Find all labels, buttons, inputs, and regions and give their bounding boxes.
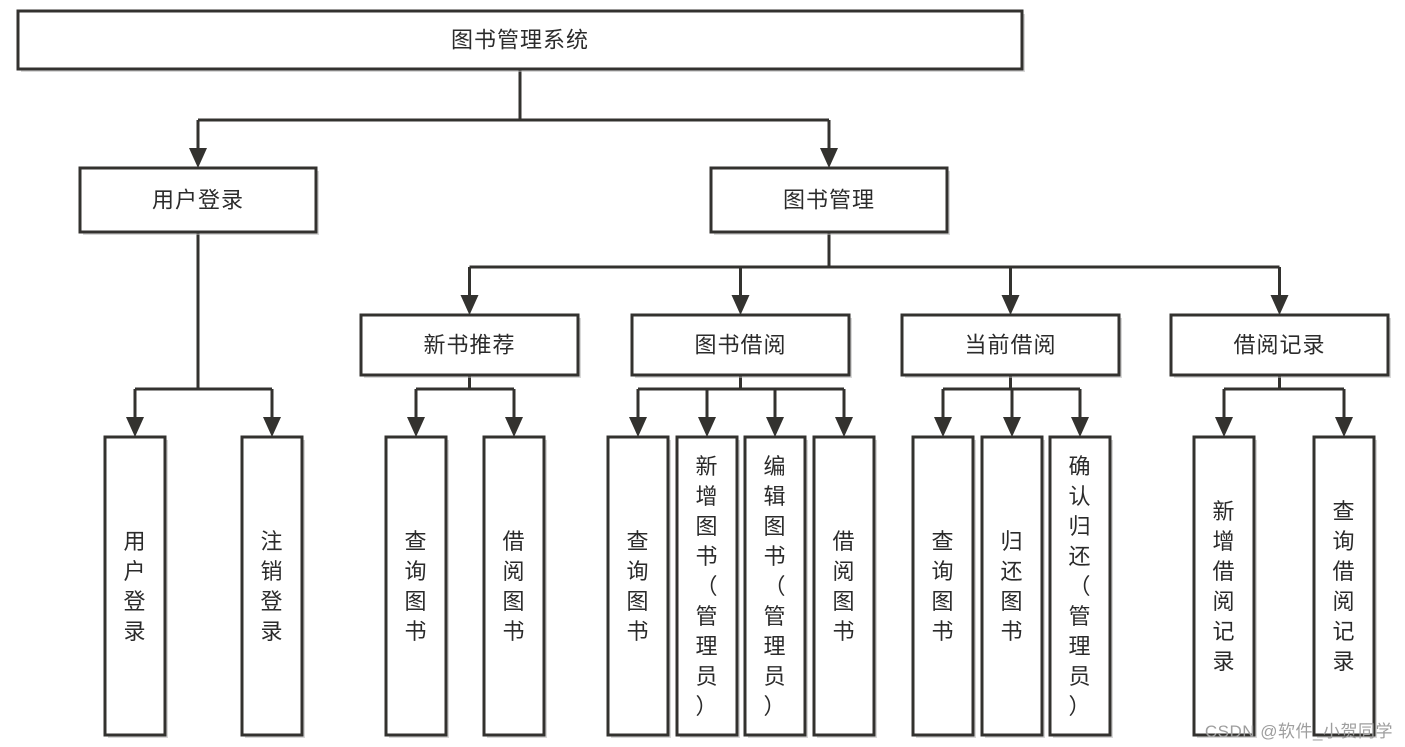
node-rect[interactable] — [103, 435, 167, 737]
node-root[interactable]: 图书管理系统 — [16, 9, 1025, 72]
node-layer: 图书管理系统用户登录图书管理新书推荐图书借阅当前借阅借阅记录用户登录注销登录查询… — [16, 9, 1391, 738]
arrow-head-icon — [629, 417, 647, 437]
node-rect[interactable] — [606, 435, 670, 737]
node-label: 查询借阅记录 — [1332, 499, 1355, 674]
node-label: 新增图书（管理员） — [695, 454, 718, 719]
node-label: 注销登录 — [260, 529, 283, 644]
node-rect[interactable] — [1192, 435, 1256, 737]
node-book-management[interactable]: 图书管理 — [709, 166, 950, 235]
connector-group-new-book-recommend — [407, 375, 523, 437]
node-label: 借阅图书 — [832, 529, 855, 644]
arrow-head-icon — [766, 417, 784, 437]
node-rect[interactable] — [675, 435, 739, 737]
node-rect[interactable] — [1312, 435, 1376, 737]
node-leaf-return-book[interactable]: 归还图书 — [980, 435, 1045, 738]
node-leaf-query-book-current[interactable]: 查询图书 — [911, 435, 976, 738]
connector-layer — [126, 69, 1353, 437]
connector-group-user-login — [126, 232, 281, 437]
arrow-head-icon — [698, 417, 716, 437]
node-leaf-add-book[interactable]: 新增图书（管理员） — [675, 435, 740, 738]
node-label: 借阅记录 — [1233, 333, 1325, 358]
node-leaf-add-borrow-record[interactable]: 新增借阅记录 — [1192, 435, 1257, 738]
node-label: 查询图书 — [404, 529, 427, 644]
node-rect[interactable] — [630, 313, 851, 377]
node-leaf-query-book-borrow[interactable]: 查询图书 — [606, 435, 671, 738]
node-label: 编辑图书（管理员） — [763, 454, 786, 719]
arrow-head-icon — [460, 295, 479, 315]
node-user-login[interactable]: 用户登录 — [78, 166, 319, 235]
connector-group-book-borrow — [629, 375, 853, 437]
arrow-head-icon — [1215, 417, 1233, 437]
arrow-head-icon — [1003, 417, 1021, 437]
node-label: 查询图书 — [931, 529, 954, 644]
node-current-borrow[interactable]: 当前借阅 — [900, 313, 1122, 378]
node-label: 归还图书 — [1000, 529, 1023, 644]
node-label: 图书管理 — [783, 188, 875, 213]
node-rect[interactable] — [911, 435, 975, 737]
arrow-head-icon — [820, 148, 838, 168]
node-new-book-recommend[interactable]: 新书推荐 — [359, 313, 581, 378]
node-label: 新书推荐 — [423, 333, 515, 358]
node-rect[interactable] — [384, 435, 448, 737]
node-label: 图书管理系统 — [451, 28, 589, 53]
arrow-head-icon — [189, 148, 207, 168]
node-leaf-user-login[interactable]: 用户登录 — [103, 435, 168, 738]
node-label: 查询图书 — [626, 529, 649, 644]
arrow-head-icon — [1335, 417, 1353, 437]
arrow-head-icon — [1001, 295, 1020, 315]
node-label: 图书借阅 — [694, 333, 786, 358]
arrow-head-icon — [835, 417, 853, 437]
node-label: 用户登录 — [123, 529, 146, 644]
arrow-head-icon — [731, 295, 750, 315]
node-rect[interactable] — [1048, 435, 1112, 737]
arrow-head-icon — [1270, 295, 1289, 315]
node-rect[interactable] — [709, 166, 949, 234]
node-label: 当前借阅 — [964, 333, 1056, 358]
node-rect[interactable] — [78, 166, 318, 234]
node-rect[interactable] — [812, 435, 876, 737]
connector-group-borrow-record — [1215, 375, 1353, 437]
node-borrow-record[interactable]: 借阅记录 — [1169, 313, 1391, 378]
node-label: 借阅图书 — [502, 529, 525, 644]
node-leaf-borrow-book[interactable]: 借阅图书 — [812, 435, 877, 738]
node-leaf-edit-book[interactable]: 编辑图书（管理员） — [743, 435, 808, 738]
node-rect[interactable] — [980, 435, 1044, 737]
connector-group-root — [189, 69, 838, 168]
connector-group-current-borrow — [934, 375, 1089, 437]
node-leaf-borrow-book-recommend[interactable]: 借阅图书 — [482, 435, 547, 738]
arrow-head-icon — [263, 417, 281, 437]
node-rect[interactable] — [743, 435, 807, 737]
node-book-borrow[interactable]: 图书借阅 — [630, 313, 852, 378]
node-rect[interactable] — [16, 9, 1024, 71]
node-rect[interactable] — [359, 313, 580, 377]
connector-group-book-management — [460, 232, 1289, 315]
arrow-head-icon — [934, 417, 952, 437]
node-rect[interactable] — [240, 435, 304, 737]
node-leaf-confirm-return[interactable]: 确认归还（管理员） — [1048, 435, 1113, 738]
node-rect[interactable] — [482, 435, 546, 737]
arrow-head-icon — [1071, 417, 1089, 437]
node-label: 用户登录 — [152, 188, 244, 213]
node-rect[interactable] — [900, 313, 1121, 377]
node-leaf-query-book-recommend[interactable]: 查询图书 — [384, 435, 449, 738]
arrow-head-icon — [407, 417, 425, 437]
node-rect[interactable] — [1169, 313, 1390, 377]
node-leaf-logout[interactable]: 注销登录 — [240, 435, 305, 738]
arrow-head-icon — [126, 417, 144, 437]
node-label: 新增借阅记录 — [1212, 499, 1235, 674]
node-leaf-query-borrow-record[interactable]: 查询借阅记录 — [1312, 435, 1377, 738]
arrow-head-icon — [505, 417, 523, 437]
node-label: 确认归还（管理员） — [1068, 454, 1091, 719]
